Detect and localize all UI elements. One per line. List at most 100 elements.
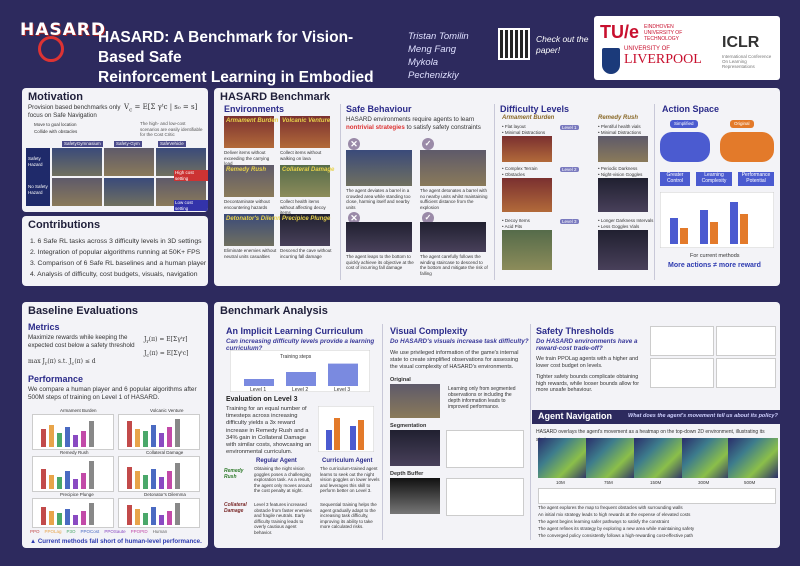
diff-a3-image	[502, 230, 552, 270]
bar-6	[740, 214, 748, 244]
baseline-heading: Baseline Evaluations	[28, 305, 139, 317]
visual-text: We use privileged information of the gam…	[390, 350, 519, 370]
diff-a1-image	[502, 136, 552, 162]
regular-agent-label: Regular Agent	[256, 458, 297, 464]
heatmap-10m	[538, 438, 588, 478]
safe-img-2	[420, 150, 486, 186]
chart-title-volcanic: Volcanic Venture	[150, 408, 184, 413]
env-precipice-image	[280, 214, 330, 246]
institution-logos: TU/e EINDHOVEN UNIVERSITY OF TECHNOLOGY …	[594, 16, 780, 80]
diff-l3a: • Decoy Items • Acid Pits	[502, 218, 530, 229]
original-label: Original	[730, 120, 754, 128]
level-2-badge: Level 2	[560, 167, 579, 172]
curriculum-bar-2	[286, 372, 316, 386]
gym-low-image	[52, 178, 102, 206]
level-3-badge: Level 3	[560, 219, 579, 224]
gym-high-image	[52, 148, 102, 176]
vis-side-text: Learning only from segmented observation…	[448, 386, 516, 410]
qr-code[interactable]	[498, 28, 530, 60]
heatmap-300m	[682, 438, 732, 478]
nav-label-300m: 300M	[698, 480, 710, 485]
bar-4	[710, 222, 718, 244]
env-detonator-cap: Eliminate enemies without neutral units …	[224, 248, 277, 259]
analysis-panel: Benchmark Analysis An Implicit Learning …	[214, 302, 780, 548]
legend-ppolag: PPOLag	[44, 529, 62, 534]
hasard-logo: HASARD	[14, 14, 105, 66]
logo-text: HASARD	[20, 20, 106, 40]
nav-bullet-4: The agent refines its strategy by explor…	[538, 526, 695, 531]
bar-1	[670, 218, 678, 244]
env-collateral-cap: Collect health items without affecting d…	[280, 199, 326, 215]
visual-question: Do HASARD's visuals increase task diffic…	[390, 338, 529, 345]
vis-original-image	[390, 384, 440, 418]
unsafe-icon-2: ✕	[348, 212, 360, 224]
nav-progress-chart	[538, 488, 776, 504]
safe-cap-3: The agent leaps to the bottom to quickly…	[346, 254, 414, 270]
vis-seg-chart	[446, 430, 524, 468]
contribution-2: 2. Integration of popular algorithms run…	[30, 249, 201, 256]
curriculum-text-1: The curriculum-trained agent learns to s…	[320, 466, 380, 493]
diff-l3b: • Longer Darkness Intervals • Less Goggl…	[598, 218, 654, 229]
uol-logo: LIVERPOOL	[624, 52, 702, 67]
metrics-heading: Metrics	[28, 322, 60, 332]
divider-2	[494, 104, 495, 280]
action-space-chart	[660, 192, 774, 248]
threshold-heading: Safety Thresholds	[536, 326, 615, 336]
divider-a1	[382, 324, 383, 540]
tab-safevehicle: SafeVehicle	[158, 141, 186, 147]
env-detonator-name: Detonator's Dilemma	[226, 216, 286, 222]
motivation-text: Provision based benchmarks only focus on…	[28, 104, 121, 119]
eval-chart	[318, 406, 374, 452]
action-heading: Action Space	[662, 104, 720, 114]
legend-ppo: PPO	[30, 529, 40, 534]
curriculum-bar-3	[328, 363, 358, 386]
contributions-heading: Contributions	[28, 219, 101, 231]
cd-label: Collateral Damage	[224, 502, 247, 514]
vis-depth-image	[390, 478, 440, 514]
baseline-legend: PPO PPOLag P3O PPOCost PPOSaute PPOPID H…	[30, 529, 206, 534]
diff-col-remedy: Remedy Rush	[598, 115, 639, 121]
curriculum-bar-1	[244, 379, 274, 386]
nav-bullet-1: The agent explores the map to frequent o…	[538, 505, 683, 510]
flow-greater-control: Greater Control	[660, 172, 690, 186]
env-collateral-name: Collateral Damage	[282, 167, 335, 173]
vis-seg-image	[390, 430, 440, 466]
row-labels: Safety Hazard No Safety Hazard	[26, 148, 50, 206]
diff-l1b: • Plentiful health vials • Minimal Distr…	[598, 124, 642, 135]
metrics-text: Maximize rewards while keeping the expec…	[28, 334, 135, 349]
curriculum-xlabel: Training steps	[280, 354, 312, 360]
low-cost-label: Low cost setting	[174, 200, 208, 211]
difficulty-heading: Difficulty Levels	[500, 104, 570, 114]
chart-title-remedy: Remedy Rush	[60, 450, 89, 455]
flow-performance-potential: Performance Potential	[738, 172, 774, 186]
env-remedy-image	[224, 165, 274, 197]
baseline-panel: Baseline Evaluations Metrics Maximize re…	[22, 302, 208, 548]
safety-gym-low-image	[104, 178, 154, 206]
contribution-4: 4. Analysis of difficulty, cost budgets,…	[30, 271, 198, 278]
motivation-panel: Motivation Provision based benchmarks on…	[22, 88, 208, 212]
high-cost-label: High cost setting	[174, 170, 208, 181]
analysis-heading: Benchmark Analysis	[220, 305, 328, 317]
poster-title: HASARD: A Benchmark for Vision-Based Saf…	[98, 28, 398, 108]
objective-formula: max Jr(π) s.t. Jc(π) ≤ d	[28, 358, 96, 368]
curriculum-agent-label: Curriculum Agent	[322, 458, 373, 464]
eval-level3-heading: Evaluation on Level 3	[226, 396, 298, 403]
chart-title-detonator: Detonator's Dilemma	[144, 492, 186, 497]
diff-col-armament: Armament Burden	[502, 115, 555, 121]
depth-label: Depth Buffer	[390, 471, 424, 477]
rr-label: Remedy Rush	[224, 468, 244, 480]
diff-l2b: • Periodic Darkness • Night-vision Goggl…	[598, 166, 643, 177]
chart-title-collateral: Collateral Damage	[146, 450, 184, 455]
diff-b1-image	[598, 136, 648, 162]
action-note-1: For current methods	[690, 253, 740, 259]
heatmap-75m	[586, 438, 636, 478]
performance-text: We compare a human player and 6 popular …	[28, 386, 197, 401]
threshold-question: Do HASARD environments have a reward-cos…	[536, 338, 638, 352]
curriculum-text: Training for an equal number of timestep…	[226, 406, 312, 456]
level-1-badge: Level 1	[560, 125, 579, 130]
threshold-chart-3	[650, 358, 714, 388]
diff-a2-image	[502, 178, 552, 212]
curriculum-question: Can increasing difficulty levels provide…	[226, 338, 375, 352]
iclr-subtitle: International Conference On Learning Rep…	[722, 54, 772, 69]
baseline-chart-6	[118, 498, 200, 528]
